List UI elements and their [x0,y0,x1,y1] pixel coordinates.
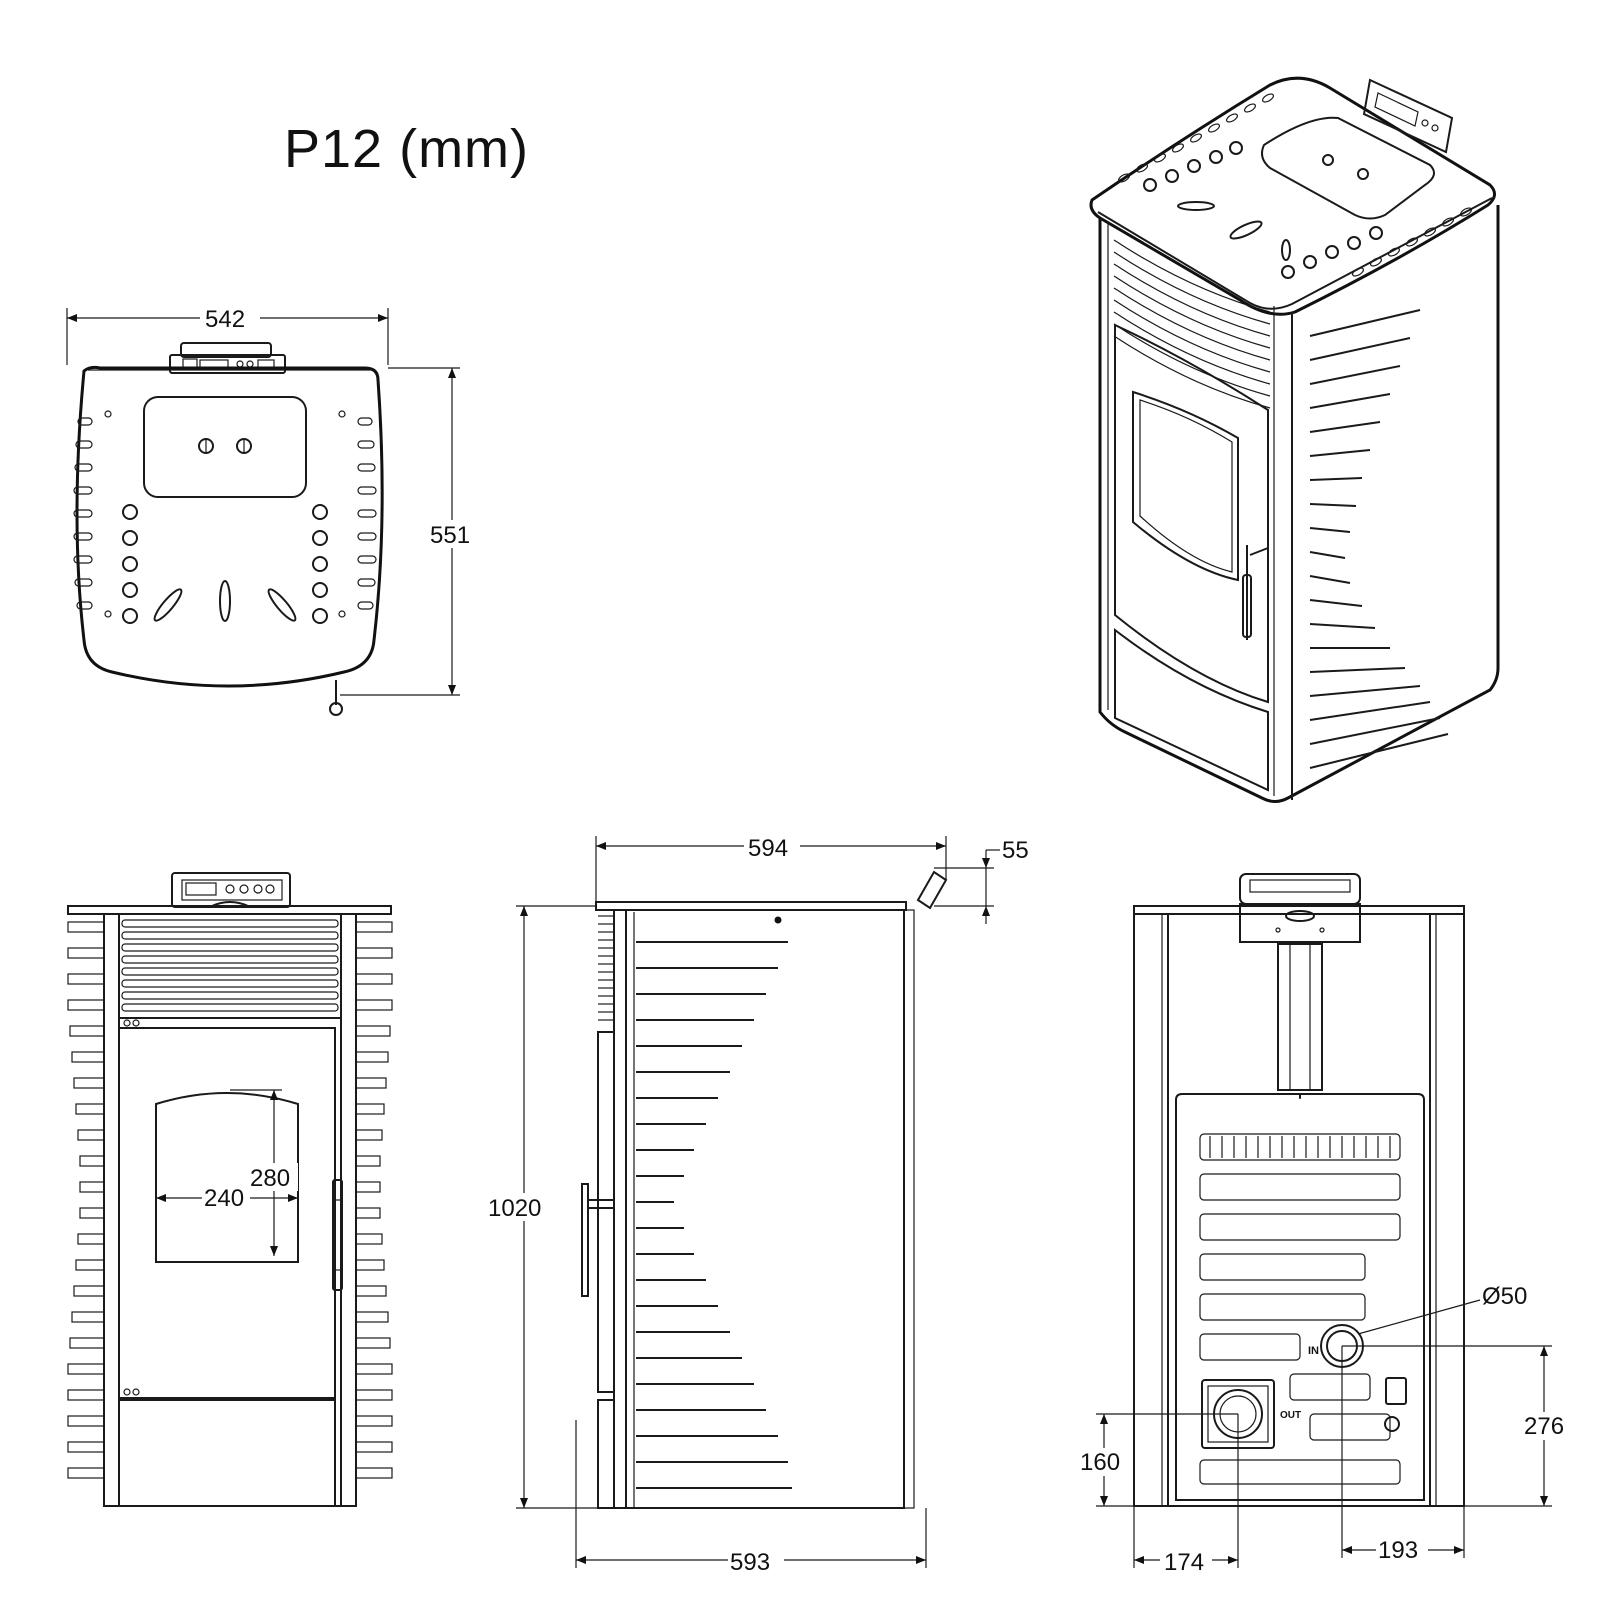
height-label: 1020 [488,1195,541,1222]
page-title: P12 (mm) [284,119,530,179]
top-width-label: 542 [205,306,245,333]
glass-height-label: 280 [250,1165,290,1192]
outlet-label: OUT [1280,1410,1301,1421]
side-view: 594 55 1020 593 [484,834,1029,1576]
outlet-offset-label: 174 [1164,1549,1204,1576]
panel-offset-label: 55 [1002,837,1029,864]
front-view: 280 240 [67,872,393,1507]
side-depth-top-label: 594 [748,835,788,862]
isometric-view [1089,76,1500,803]
inlet-offset-label: 193 [1378,1537,1418,1564]
side-depth-bottom-label: 593 [730,1549,770,1576]
outlet-height-label: 160 [1080,1449,1120,1476]
inlet-height-label: 276 [1524,1413,1564,1440]
flue-diameter-label: Ø50 [1482,1283,1527,1310]
inlet-label: IN [1308,1345,1319,1357]
top-view: 542 551 [66,303,478,716]
top-depth-label: 551 [430,522,470,549]
back-view: IN OUT Ø50 276 160 174 [1080,873,1570,1576]
glass-width-label: 240 [204,1185,244,1212]
